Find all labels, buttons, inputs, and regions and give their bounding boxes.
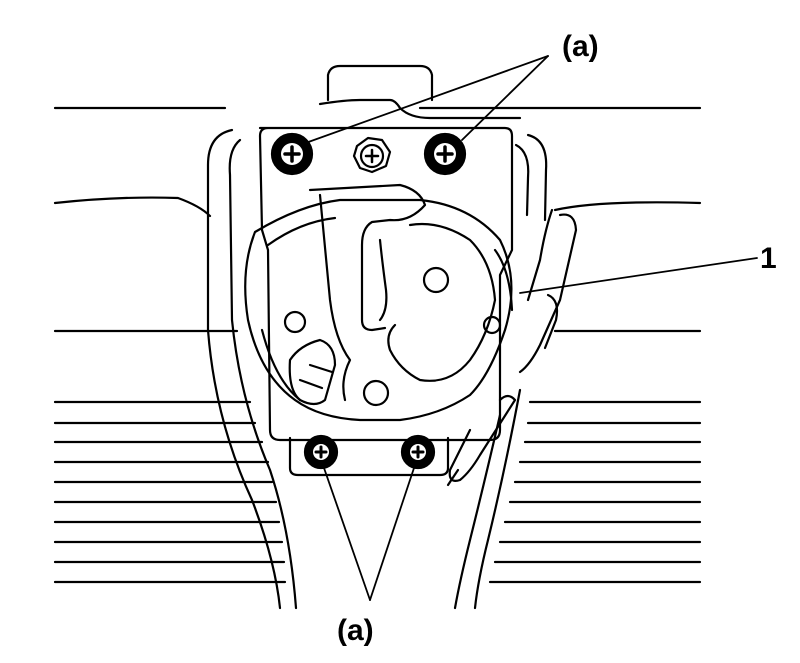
- latch-body: [244, 183, 514, 422]
- release-lever: [446, 208, 578, 487]
- callout-label-latch-part: 1: [760, 242, 777, 275]
- callout-label-fasteners-top: (a): [562, 30, 599, 63]
- phillips-bolt-icon: [283, 145, 301, 163]
- bolt-bottom-left: [303, 434, 339, 470]
- phillips-bolt-icon: [411, 445, 425, 459]
- center-hex-bolt: [352, 136, 392, 174]
- phillips-bolt-icon: [436, 145, 454, 163]
- panel-lines: [53, 106, 702, 584]
- hex-bolt-icon: [364, 148, 380, 164]
- bolt-top-right: [423, 132, 467, 176]
- bolt-top-left: [270, 132, 314, 176]
- phillips-bolt-icon: [314, 445, 328, 459]
- latch-hole: [422, 266, 450, 294]
- callout-label-fasteners-bottom: (a): [337, 614, 374, 647]
- bolt-bottom-right: [400, 434, 436, 470]
- latch-hole: [482, 315, 502, 335]
- latch-hole: [362, 379, 390, 407]
- top-tab: [318, 64, 522, 120]
- holes: [283, 266, 502, 407]
- body-channel: [206, 128, 548, 610]
- latch-hole: [283, 310, 307, 334]
- leader-lines: [299, 55, 758, 601]
